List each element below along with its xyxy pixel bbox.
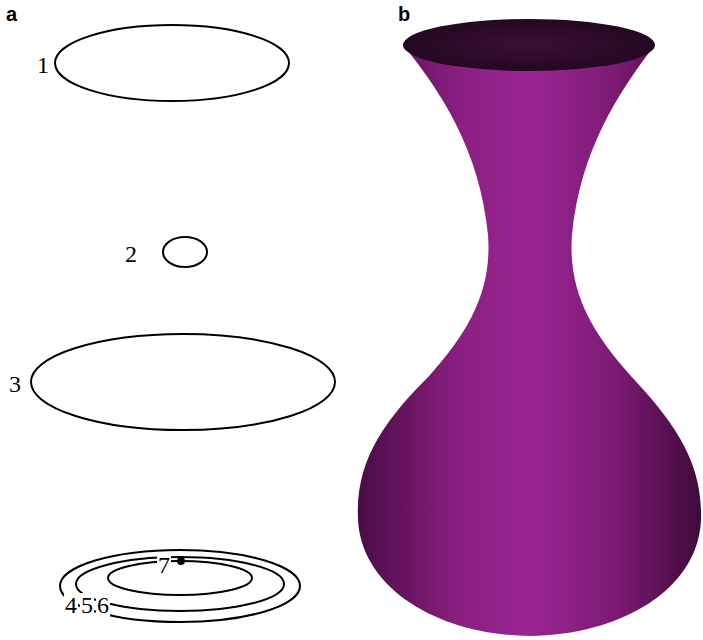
panel-letter: a	[6, 4, 17, 24]
vase-surface	[358, 45, 701, 636]
contour-point	[177, 557, 185, 565]
callout-number: 1	[36, 53, 50, 77]
callout-number: 7	[157, 553, 171, 577]
contours	[31, 25, 335, 622]
contour-ellipse	[108, 561, 252, 595]
callout-number: 6	[96, 593, 110, 617]
contour-ellipse	[55, 25, 289, 101]
callout-number: 5	[80, 593, 94, 617]
callout-number: 3	[8, 372, 22, 396]
vase-opening	[403, 19, 655, 71]
callout-number: 4	[64, 593, 78, 617]
callout-number: 2	[124, 242, 138, 266]
contour-ellipse	[163, 237, 207, 267]
contour-ellipse	[31, 334, 335, 430]
panel-letter: b	[398, 4, 410, 24]
contour-ellipse	[60, 550, 300, 622]
